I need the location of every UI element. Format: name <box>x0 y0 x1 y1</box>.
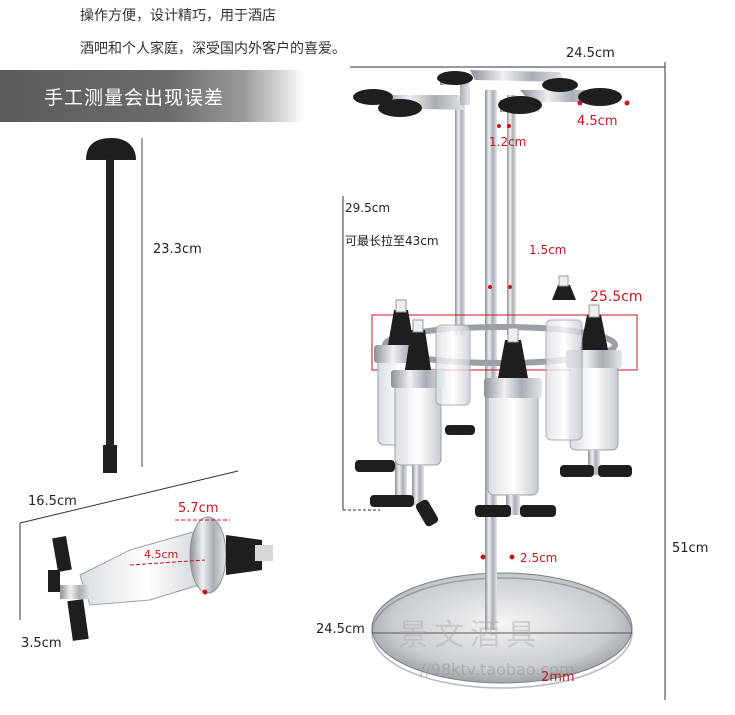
dim-ring-width: 25.5cm <box>590 289 643 305</box>
measurement-banner-text: 手工测量会出现误差 <box>44 87 225 109</box>
stirrer-illustration <box>86 138 143 473</box>
watermark-url: //98ktv.taobao.com <box>420 660 575 679</box>
dim-cup-width: 4.5cm <box>577 114 618 129</box>
dim-base-width: 24.5cm <box>316 622 365 637</box>
dim-upper-height: 29.5cm <box>345 201 391 215</box>
dim-top-width: 24.5cm <box>566 46 615 61</box>
intro-line-2: 酒吧和个人家庭，深受国内外客户的喜爱。 <box>80 41 346 57</box>
dim-max-extend: 可最长拉至43cm <box>345 234 439 248</box>
watermark-shop-name: 景文酒具 <box>398 618 542 653</box>
dim-pourer-length: 16.5cm <box>28 494 77 509</box>
dim-stirrer-length: 23.3cm <box>153 242 202 257</box>
dispenser-illustration <box>342 62 666 700</box>
dim-pole-width: 2.5cm <box>520 551 558 565</box>
dim-rod-width: 1.5cm <box>529 243 567 257</box>
dim-pourer-body: 4.5cm <box>144 548 179 561</box>
pourer-illustration <box>19 470 273 641</box>
measurement-banner <box>0 70 305 122</box>
dim-pourer-nozzle: 3.5cm <box>21 636 62 651</box>
dim-gap: 1.2cm <box>489 135 527 149</box>
dim-pourer-head: 5.7cm <box>178 501 219 516</box>
dim-base-thickness: 2mm <box>541 670 575 685</box>
dim-total-height: 51cm <box>672 541 709 556</box>
intro-line-1: 操作方便，设计精巧，用于酒店 <box>80 8 276 24</box>
